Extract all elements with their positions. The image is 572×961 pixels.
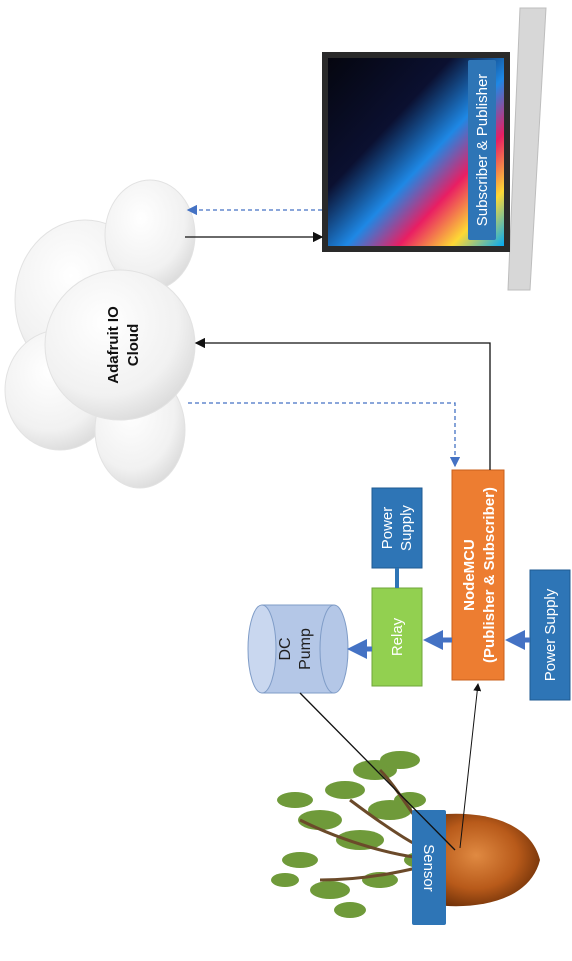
relay-box: Relay xyxy=(371,587,423,687)
potted-plant xyxy=(271,751,540,918)
plant-foliage xyxy=(271,751,436,918)
pump-label-line2: Pump xyxy=(297,628,314,670)
laptop-label-box xyxy=(468,60,496,240)
adafruit-io-cloud: Adafruit IO Cloud xyxy=(4,179,196,489)
sensor: Sensor xyxy=(412,810,446,925)
relay-power-label-line2: Supply xyxy=(398,505,415,551)
nodemcu-power-label: Power Supply xyxy=(542,588,559,681)
nodemcu-box: NodeMCU (Publisher & Subscriber) xyxy=(451,469,505,681)
laptop: Subscriber & Publisher xyxy=(322,7,547,291)
cloud-label-line1: Adafruit IO xyxy=(105,306,122,384)
arrow-nodemcu-to-cloud xyxy=(194,337,491,470)
pump-label-line1: DC xyxy=(277,637,294,660)
relay-power-supply-box: Power Supply xyxy=(371,487,423,569)
relay-label: Relay xyxy=(389,617,406,656)
nodemcu-label-line1: NodeMCU xyxy=(461,539,478,611)
plant-pot xyxy=(423,813,540,907)
line-pump-to-plant xyxy=(299,692,456,851)
sensor-label-box xyxy=(412,810,446,925)
laptop-label: Subscriber & Publisher xyxy=(474,74,491,227)
nodemcu-power-supply-box: Power Supply xyxy=(529,569,571,701)
relay-power-label-line1: Power xyxy=(379,507,396,550)
cloud-label-line2: Cloud xyxy=(125,324,142,367)
sensor-label: Sensor xyxy=(420,844,437,892)
dc-pump: DC Pump xyxy=(247,604,349,694)
connectors xyxy=(185,204,530,851)
arrow-cloud-to-nodemcu xyxy=(188,402,461,468)
nodemcu-label-line2: (Publisher & Subscriber) xyxy=(481,487,498,663)
arrow-sensor-to-nodemcu xyxy=(459,683,482,849)
